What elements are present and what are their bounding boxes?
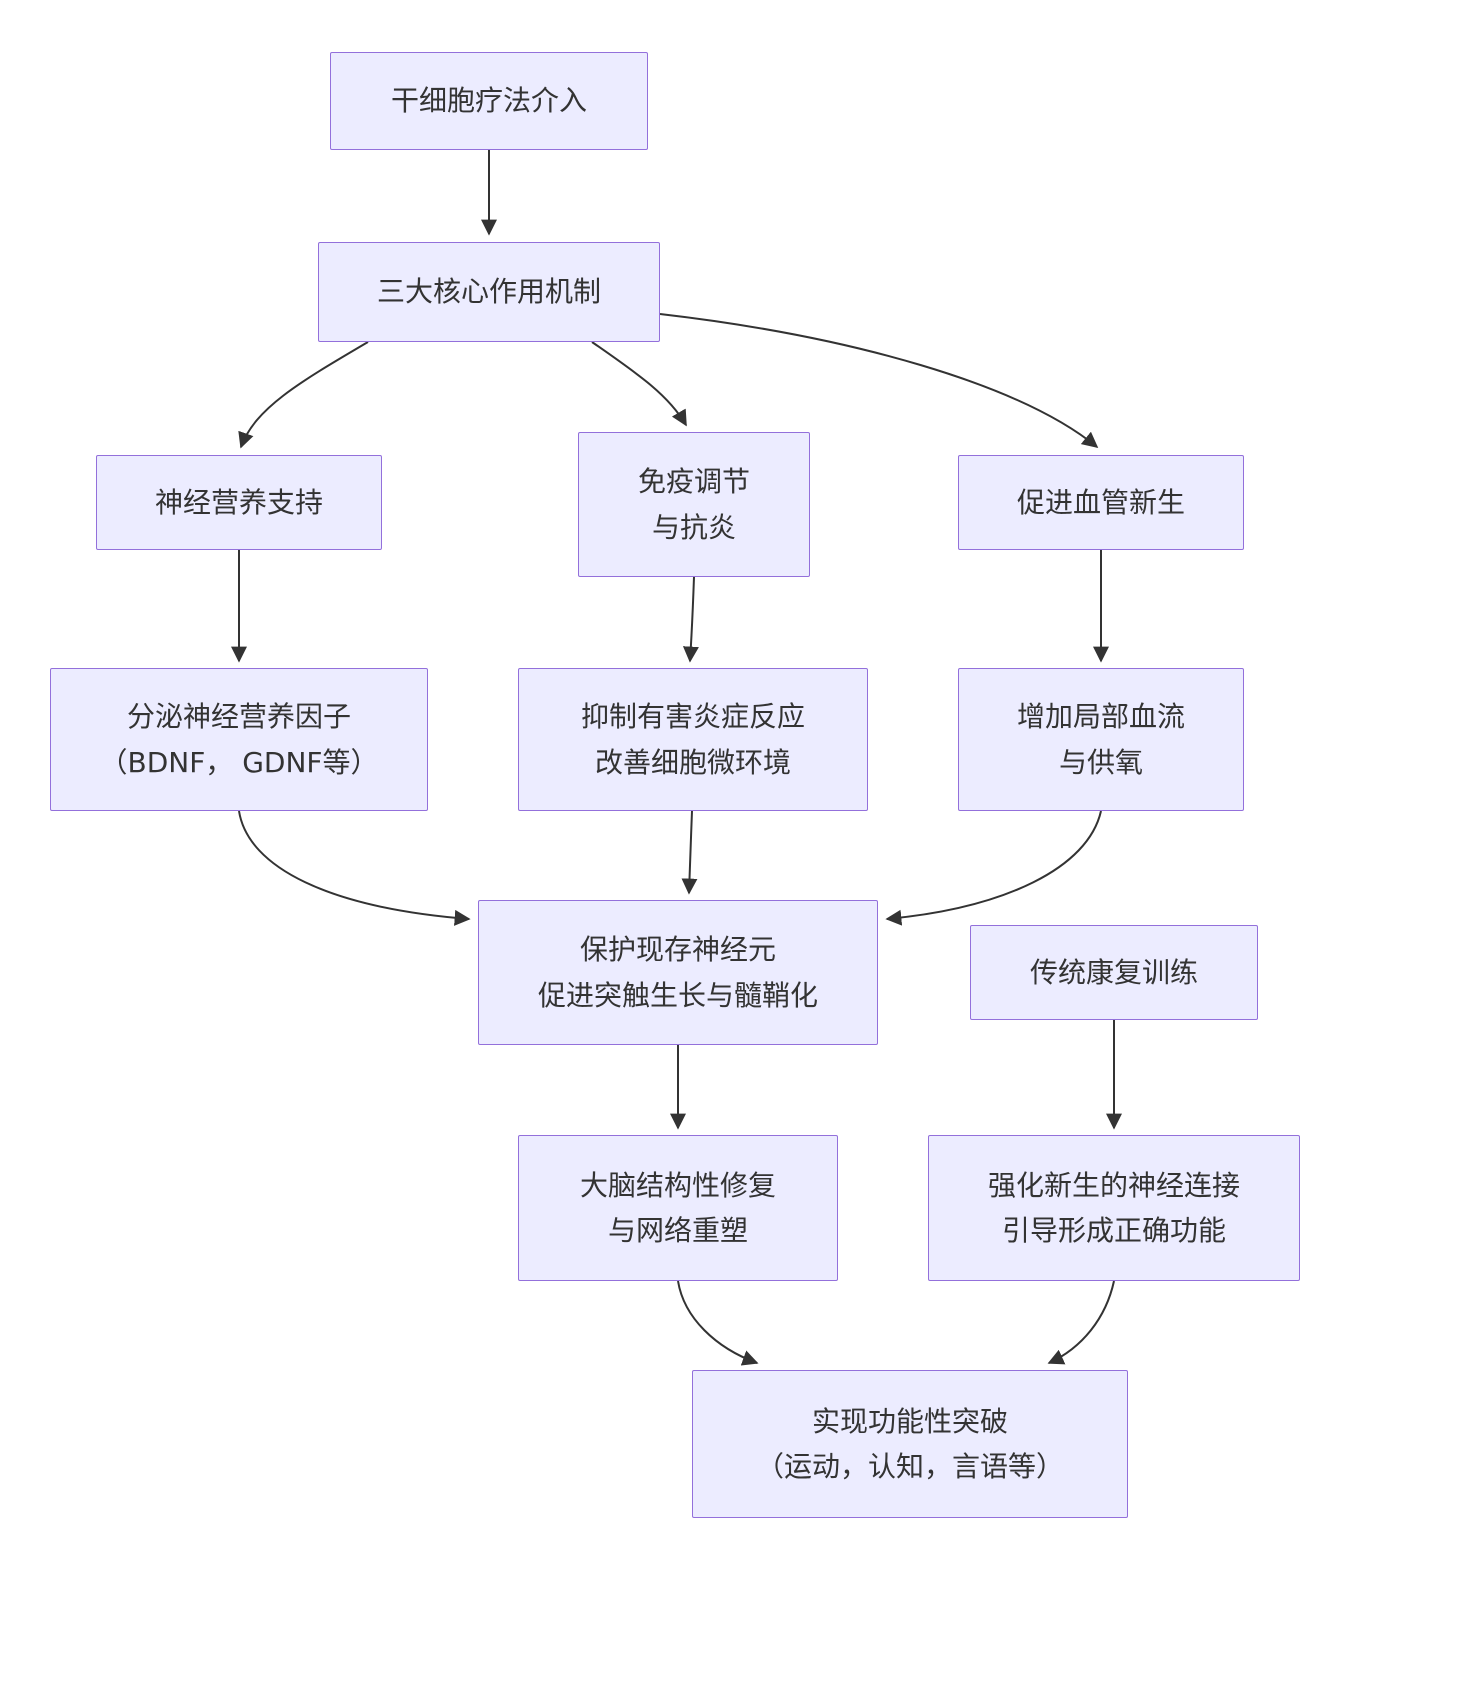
node-protect-label-line1: 保护现存神经元: [579, 933, 776, 967]
node-bloodflow: 增加局部血流 与供氧: [958, 668, 1244, 811]
edge-mechanisms-to-immune: [591, 341, 687, 427]
node-protect: 保护现存神经元 促进突触生长与髓鞘化: [478, 900, 878, 1045]
node-immune: 免疫调节 与抗炎: [578, 432, 810, 577]
edge-bloodflow-to-protect: [885, 810, 1102, 926]
edge-mechanisms-to-angiogenesis: [659, 313, 1099, 449]
node-protect-label-line2: 促进突触生长与髓鞘化: [537, 978, 818, 1012]
node-intervention-label: 干细胞疗法介入: [390, 84, 587, 118]
node-factors: 分泌神经营养因子 （BDNF， GDNF等）: [50, 668, 428, 811]
node-immune-label-line1: 免疫调节: [637, 465, 750, 499]
node-rehab: 传统康复训练: [970, 925, 1258, 1020]
node-angiogenesis-label: 促进血管新生: [1016, 485, 1185, 519]
edge-repair-to-breakthrough: [677, 1280, 759, 1366]
node-neurotrophic-label: 神经营养支持: [154, 485, 323, 519]
node-strengthen-label-line1: 强化新生的神经连接: [987, 1168, 1240, 1202]
node-inflammation: 抑制有害炎症反应 改善细胞微环境: [518, 668, 868, 811]
node-neurotrophic: 神经营养支持: [96, 455, 382, 550]
node-factors-label-line2: （BDNF， GDNF等）: [99, 745, 379, 779]
node-bloodflow-label-line2: 与供氧: [1058, 745, 1143, 779]
edge-mechanisms-to-neurotrophic: [238, 341, 369, 449]
node-breakthrough: 实现功能性突破 （运动，认知，言语等）: [692, 1370, 1128, 1518]
node-inflammation-label-line2: 改善细胞微环境: [594, 745, 791, 779]
node-intervention: 干细胞疗法介入: [330, 52, 648, 150]
node-strengthen: 强化新生的神经连接 引导形成正确功能: [928, 1135, 1300, 1281]
node-factors-label-line1: 分泌神经营养因子: [126, 700, 351, 734]
node-mechanisms-label: 三大核心作用机制: [376, 275, 601, 309]
edge-strengthen-to-breakthrough: [1047, 1280, 1115, 1365]
node-breakthrough-label-line2: （运动，认知，言语等）: [755, 1450, 1064, 1483]
node-bloodflow-label-line1: 增加局部血流: [1016, 700, 1185, 734]
node-angiogenesis: 促进血管新生: [958, 455, 1244, 550]
node-rehab-label: 传统康复训练: [1029, 955, 1198, 989]
edge-immune-to-inflammation: [682, 576, 699, 663]
node-repair: 大脑结构性修复 与网络重塑: [518, 1135, 838, 1281]
edge-factors-to-protect: [238, 810, 471, 926]
node-breakthrough-label-line1: 实现功能性突破: [811, 1404, 1008, 1438]
node-repair-label-line2: 与网络重塑: [607, 1214, 748, 1247]
node-inflammation-label-line1: 抑制有害炎症反应: [580, 700, 805, 734]
node-immune-label-line2: 与抗炎: [651, 510, 736, 544]
node-mechanisms: 三大核心作用机制: [318, 242, 660, 342]
node-repair-label-line1: 大脑结构性修复: [579, 1168, 776, 1202]
node-strengthen-label-line2: 引导形成正确功能: [1001, 1214, 1226, 1247]
edge-inflammation-to-protect: [681, 810, 698, 895]
